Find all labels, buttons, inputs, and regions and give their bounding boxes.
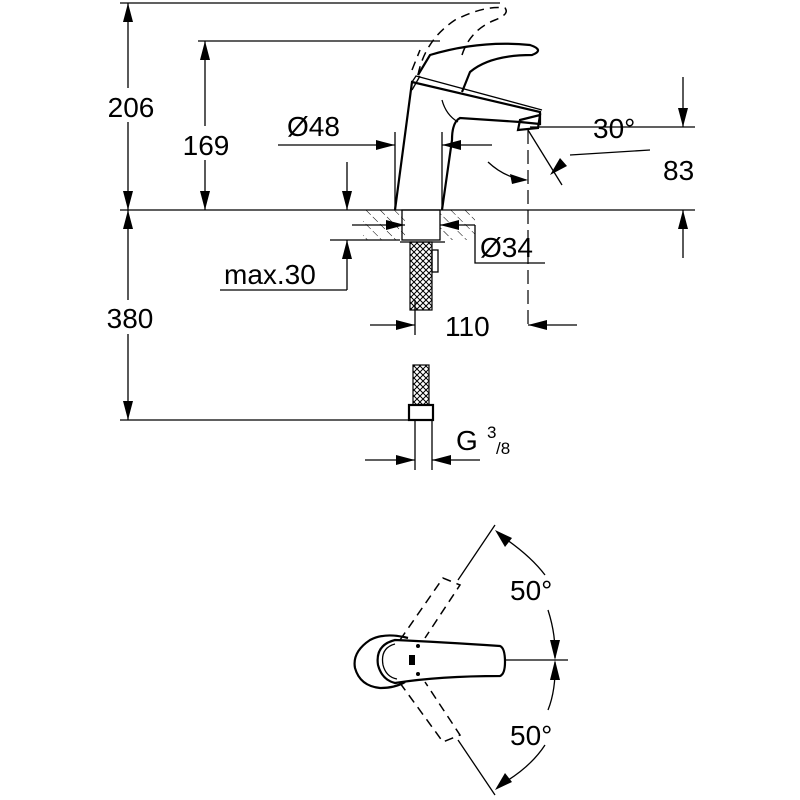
dimension-total-height: 206	[100, 2, 500, 210]
dimension-body-diameter: Ø48	[278, 111, 492, 210]
label-g: G	[456, 425, 478, 456]
label-thread-numerator: 3	[487, 423, 496, 442]
hose-connector: G 3 /8	[365, 364, 510, 470]
dimension-lever-height: 169	[176, 40, 440, 210]
dimension-spout-height: 83	[620, 77, 695, 258]
dimension-spout-angle: 30°	[487, 113, 651, 330]
dimension-hose-length: 380	[98, 210, 415, 421]
label-380: 380	[107, 303, 154, 334]
dimension-hole-diameter: Ø34	[352, 220, 545, 264]
label-diameter-48: Ø48	[287, 111, 340, 142]
faucet-top-view: 50° 50°	[353, 524, 568, 796]
label-169: 169	[183, 130, 230, 161]
label-206: 206	[108, 92, 155, 123]
label-30-degrees: 30°	[593, 113, 635, 144]
faucet-side-view	[393, 6, 543, 211]
label-max-30: max.30	[224, 259, 316, 290]
label-110: 110	[445, 311, 490, 342]
dimension-max-thickness: max.30	[220, 162, 400, 291]
label-diameter-34: Ø34	[480, 232, 533, 263]
label-50-degrees-bottom: 50°	[510, 720, 552, 751]
dimension-spout-reach: 110	[370, 300, 577, 342]
label-83: 83	[663, 155, 694, 186]
label-thread-denominator: /8	[496, 439, 510, 458]
label-50-degrees-top: 50°	[510, 575, 552, 606]
